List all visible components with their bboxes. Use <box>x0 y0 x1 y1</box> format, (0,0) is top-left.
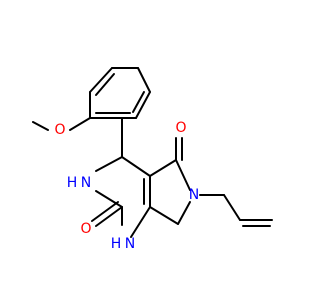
bond-methyl-o <box>32 121 49 131</box>
molecule-structure: O O O N H N H N <box>32 67 273 252</box>
bond-c4-nh <box>95 156 123 172</box>
bond-ring-5 <box>135 91 151 119</box>
bond-ch2-ch <box>223 194 241 221</box>
bond-c2-o-double <box>91 201 119 222</box>
bond-c5-n6 <box>175 159 191 191</box>
nitrogen-bottom-label: N <box>125 236 135 252</box>
bond-ring-double-1 <box>95 73 115 96</box>
nitrogen-lactam-label: N <box>189 187 199 203</box>
oxygen-ketone-label: O <box>175 120 186 136</box>
nitrogen-top-label: N <box>81 175 91 191</box>
hydrogen-bottom-label: H <box>111 236 122 252</box>
bond-n1-c7a <box>130 206 151 238</box>
hydrogen-top-label: H <box>67 175 78 191</box>
bond-n6-c7 <box>177 201 191 225</box>
bond-c4a-c4 <box>121 156 151 177</box>
bond-nh-c2 <box>95 190 123 208</box>
bond-c4a-c5 <box>149 159 177 177</box>
bond-ring-double-2 <box>132 91 145 113</box>
oxygen-urea-label: O <box>80 221 91 237</box>
bond-ring-4 <box>137 67 151 93</box>
bond-o-aryl <box>69 117 91 131</box>
bond-c2-o <box>95 206 123 227</box>
bond-ring-2 <box>89 67 113 93</box>
structure-canvas: O O O N H N H N <box>32 67 273 252</box>
oxygen-methoxy-label: O <box>54 122 65 138</box>
bond-c7-c7a <box>149 206 179 225</box>
